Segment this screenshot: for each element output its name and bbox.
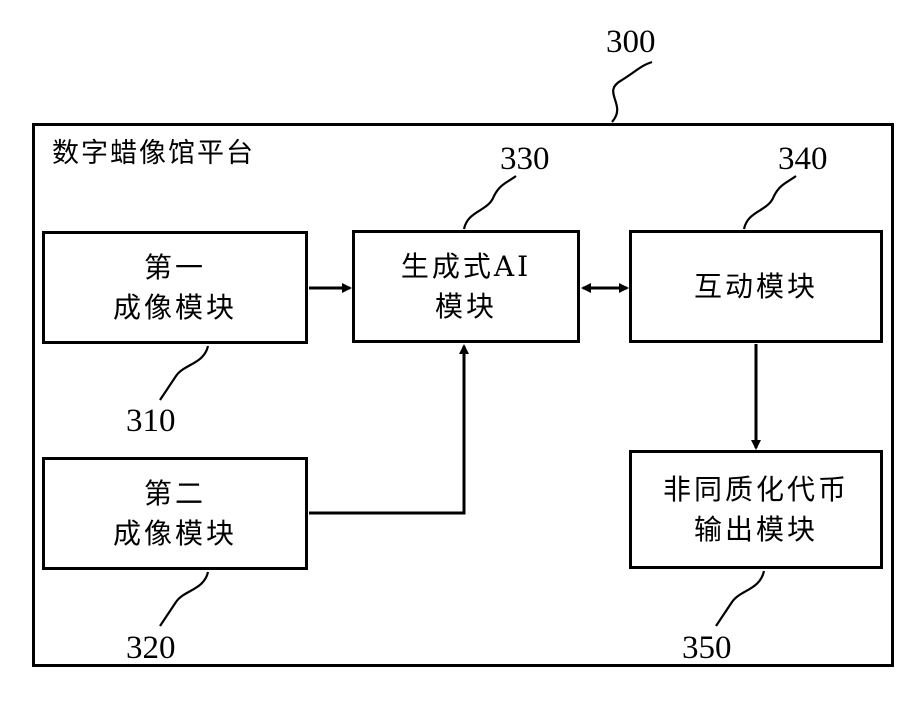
ref-label-340: 340 (778, 143, 828, 176)
ref-label-350: 350 (682, 632, 732, 665)
platform-title: 数字蜡像馆平台 (52, 140, 255, 167)
nft-output-module-box: 非同质化代币 输出模块 (629, 450, 883, 569)
interaction-module-box: 互动模块 (629, 230, 883, 343)
ref-label-330: 330 (500, 143, 550, 176)
module-label-line: 非同质化代币 (663, 470, 849, 510)
ref-label-310: 310 (126, 405, 176, 438)
module-label-line: 成像模块 (113, 514, 237, 554)
module-label-line: 成像模块 (113, 288, 237, 328)
module-label-line: 第二 (144, 474, 206, 514)
module-label-line: 互动模块 (694, 267, 818, 307)
second-imaging-module-box: 第二 成像模块 (42, 457, 308, 570)
module-label-line: 第一 (144, 248, 206, 288)
module-label-line: 生成式AI (401, 247, 531, 287)
leader-line-300 (612, 62, 652, 122)
module-label-line: 输出模块 (694, 510, 818, 550)
module-label-line: 模块 (435, 287, 497, 327)
ref-label-300: 300 (606, 26, 656, 59)
first-imaging-module-box: 第一 成像模块 (42, 231, 308, 344)
platform-frame (32, 123, 894, 667)
generative-ai-module-box: 生成式AI 模块 (352, 230, 580, 343)
ref-label-320: 320 (126, 632, 176, 665)
